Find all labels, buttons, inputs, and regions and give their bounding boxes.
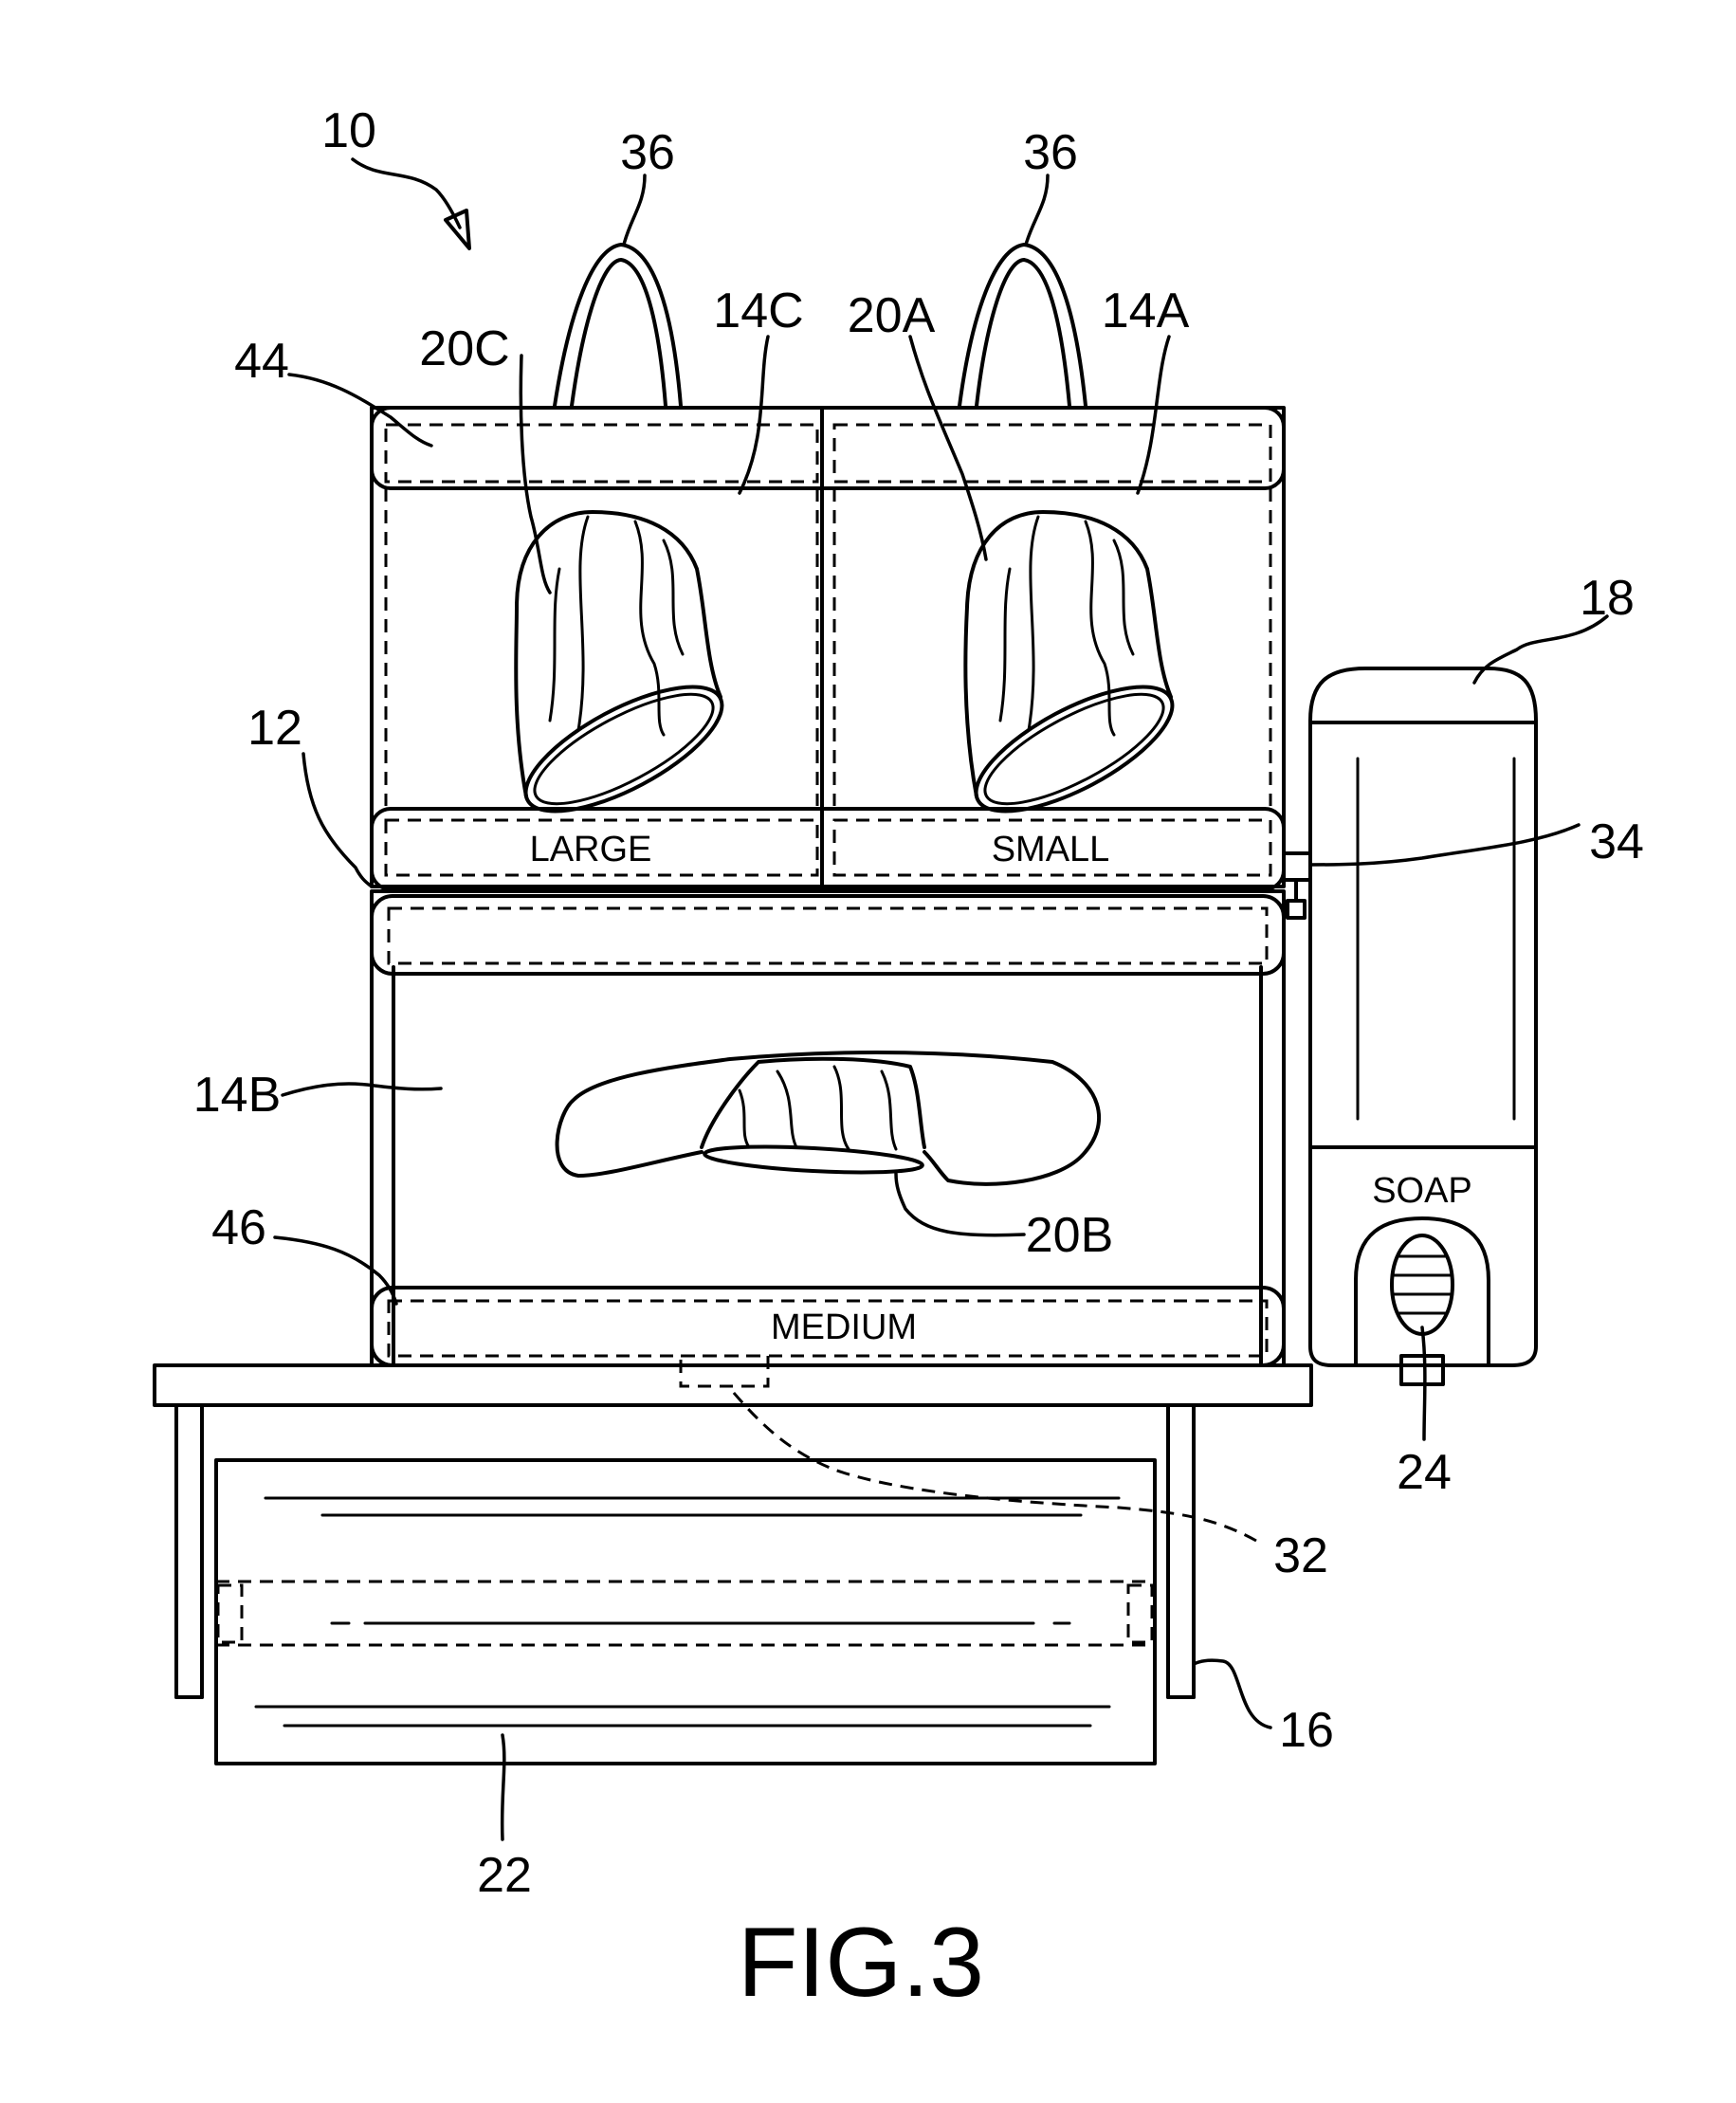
cap-20a bbox=[959, 512, 1190, 835]
ref-14a: 14A bbox=[1102, 283, 1190, 338]
hanging-loop-right bbox=[959, 245, 1086, 406]
ref-34: 34 bbox=[1589, 814, 1644, 869]
label-large: LARGE bbox=[530, 830, 652, 869]
ref-10: 10 bbox=[321, 103, 376, 158]
upper-container bbox=[372, 408, 1284, 889]
leader-lines bbox=[275, 159, 1607, 1839]
soap-dispenser bbox=[1284, 668, 1536, 1384]
cap-20c bbox=[509, 512, 740, 835]
label-medium: MEDIUM bbox=[771, 1308, 917, 1347]
ref-18: 18 bbox=[1580, 571, 1635, 626]
label-soap: SOAP bbox=[1372, 1171, 1472, 1211]
ref-44: 44 bbox=[234, 334, 289, 389]
ref-12: 12 bbox=[247, 701, 302, 756]
lower-container bbox=[372, 891, 1284, 1365]
towel-roll bbox=[216, 1460, 1155, 1764]
ref-14c: 14C bbox=[713, 283, 803, 338]
ref-20c: 20C bbox=[419, 321, 509, 376]
ref-36-left: 36 bbox=[620, 125, 675, 180]
ref-16: 16 bbox=[1279, 1703, 1334, 1758]
label-small: SMALL bbox=[992, 830, 1110, 869]
hanging-loop-left bbox=[555, 245, 681, 406]
ref-24: 24 bbox=[1397, 1445, 1452, 1500]
ref-20b: 20B bbox=[1026, 1208, 1114, 1263]
cap-20b bbox=[557, 1052, 1100, 1184]
figure-label: FIG.3 bbox=[738, 1908, 984, 2018]
ref-14b: 14B bbox=[193, 1068, 282, 1123]
ref-22: 22 bbox=[477, 1848, 532, 1903]
ref-32: 32 bbox=[1273, 1528, 1328, 1583]
ref-36-right: 36 bbox=[1023, 125, 1078, 180]
ref-20a: 20A bbox=[848, 288, 936, 343]
ref-46: 46 bbox=[211, 1200, 266, 1255]
